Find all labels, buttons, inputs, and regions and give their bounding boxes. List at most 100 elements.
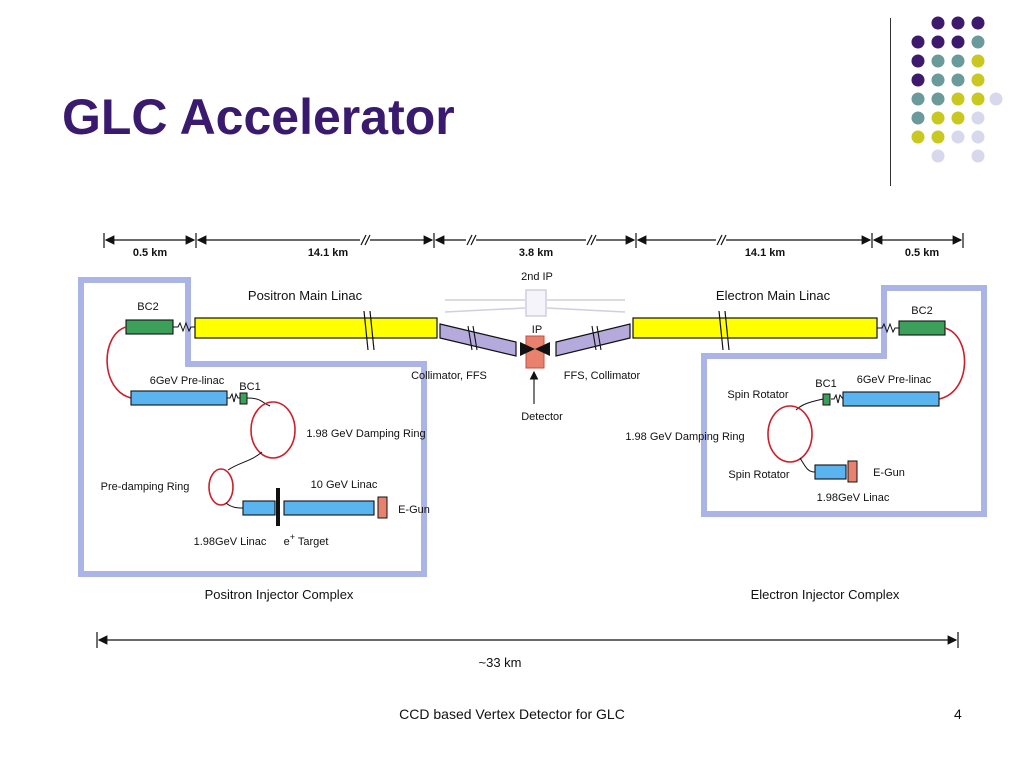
second-ip-ghost-lines: [444, 289, 626, 317]
decorative-dot: [911, 130, 925, 144]
electron-bc-return-arc: [938, 327, 966, 400]
decorative-dot-grid: [911, 16, 1003, 163]
electron-spin-rotator-top-line: [795, 398, 824, 411]
positron-predamping-ring-label: Pre-damping Ring: [101, 481, 190, 493]
positron-10gev-linac-label: 10 GeV Linac: [311, 479, 378, 491]
positron-prelinac: [130, 390, 228, 406]
decorative-dot: [971, 111, 985, 125]
positron-target: [276, 488, 280, 526]
slide-title: GLC Accelerator: [62, 89, 455, 145]
ip-marker-right: [535, 342, 550, 356]
electron-bc1: [822, 393, 831, 406]
positron-bc2-connector: [173, 321, 195, 333]
decorative-dot: [931, 16, 945, 30]
electron-bc1-connector: [831, 393, 844, 404]
positron-target-label: e+ Target: [284, 532, 329, 548]
positron-target-suffix: Target: [295, 536, 328, 548]
positron-complex-label: Positron Injector Complex: [205, 587, 354, 602]
decorative-dot: [971, 92, 985, 106]
positron-target-sup: +: [290, 532, 295, 542]
glc-accelerator-diagram: 0.5 km 14.1 km 3.8 km 14.1 km 0.5 km 2nd…: [78, 233, 987, 670]
decorative-dot: [971, 35, 985, 49]
decorative-dot: [911, 111, 925, 125]
decorative-dot: [951, 54, 965, 68]
positron-dr-injection-line: [227, 451, 263, 471]
decorative-dot: [971, 149, 985, 163]
dim-left-bc-label: 0.5 km: [133, 247, 167, 259]
electron-198-linac-label: 1.98GeV Linac: [817, 492, 890, 504]
positron-damping-ring-label: 1.98 GeV Damping Ring: [306, 428, 425, 440]
second-ip-label: 2nd IP: [521, 271, 553, 283]
decorative-dot: [931, 73, 945, 87]
decorative-dot: [971, 73, 985, 87]
electron-linac-break: [718, 310, 730, 351]
positron-predamping-ring: [208, 468, 234, 506]
electron-bc2-label: BC2: [911, 305, 932, 317]
electron-complex-border: [701, 285, 987, 517]
decorative-dot: [911, 73, 925, 87]
electron-egun-label: E-Gun: [873, 467, 905, 479]
decorative-dot: [931, 111, 945, 125]
decorative-dot: [971, 130, 985, 144]
page-number: 4: [954, 706, 962, 722]
positron-bc-return-arc: [106, 326, 132, 399]
positron-bc1: [239, 392, 248, 405]
electron-damping-ring: [767, 405, 813, 463]
decorative-dot: [971, 16, 985, 30]
footer-text: CCD based Vertex Detector for GLC: [399, 706, 625, 722]
decorative-dot: [989, 92, 1003, 106]
electron-spin-rotator-bottom-line: [799, 457, 816, 473]
positron-198-linac: [242, 500, 276, 516]
dim-left-linac-label: 14.1 km: [308, 247, 349, 259]
positron-bc1-label: BC1: [239, 381, 260, 393]
decorative-dot: [931, 35, 945, 49]
decorative-dot: [951, 92, 965, 106]
dim-right-bc-label: 0.5 km: [905, 247, 939, 259]
electron-198-linac: [814, 464, 847, 480]
ip-label: IP: [532, 324, 542, 336]
electron-egun: [847, 460, 858, 483]
dim-right-linac-label: 14.1 km: [745, 247, 786, 259]
positron-complex-border: [78, 277, 427, 577]
decorative-dot: [931, 92, 945, 106]
ip-marker: [520, 342, 535, 356]
positron-main-linac-label: Positron Main Linac: [248, 288, 363, 303]
decorative-dot: [911, 54, 925, 68]
electron-bc2-connector: [877, 322, 899, 334]
positron-dr-extraction-line: [246, 397, 271, 407]
positron-linac-break: [363, 310, 375, 351]
ffs-breaks: [467, 325, 602, 351]
decorative-dot: [951, 73, 965, 87]
decorative-dot: [951, 16, 965, 30]
left-ffs-beamline: [439, 323, 517, 357]
total-length-label: ~33 km: [479, 655, 522, 670]
right-ffs-beamline: [555, 323, 631, 357]
decorative-dot: [951, 130, 965, 144]
total-length-dimension: [96, 632, 959, 648]
positron-main-linac: [194, 317, 438, 339]
positron-prelinac-label: 6GeV Pre-linac: [150, 375, 225, 387]
electron-main-linac: [632, 317, 878, 339]
top-dimension-line: [103, 233, 964, 248]
ip-detector: [525, 335, 545, 369]
electron-bc1-label: BC1: [815, 378, 836, 390]
positron-target-prefix: e: [284, 536, 290, 548]
electron-prelinac: [842, 391, 940, 407]
decorative-dot: [911, 35, 925, 49]
decorative-dot: [911, 92, 925, 106]
decorative-dot: [971, 54, 985, 68]
electron-damping-ring-label: 1.98 GeV Damping Ring: [625, 431, 744, 443]
electron-bc2: [898, 320, 946, 336]
positron-egun-label: E-Gun: [398, 504, 430, 516]
positron-bc1-connector: [227, 392, 240, 403]
decorative-dot: [951, 35, 965, 49]
positron-198-linac-label: 1.98GeV Linac: [194, 536, 267, 548]
electron-spin-rotator-bottom-label: Spin Rotator: [728, 469, 789, 481]
right-ffs-label: FFS, Collimator: [564, 370, 641, 382]
positron-10gev-linac: [283, 500, 375, 516]
positron-bc2: [125, 319, 174, 335]
positron-predr-line: [225, 502, 244, 509]
decorative-dot: [951, 111, 965, 125]
electron-spin-rotator-top-label: Spin Rotator: [727, 389, 788, 401]
positron-bc2-label: BC2: [137, 301, 158, 313]
